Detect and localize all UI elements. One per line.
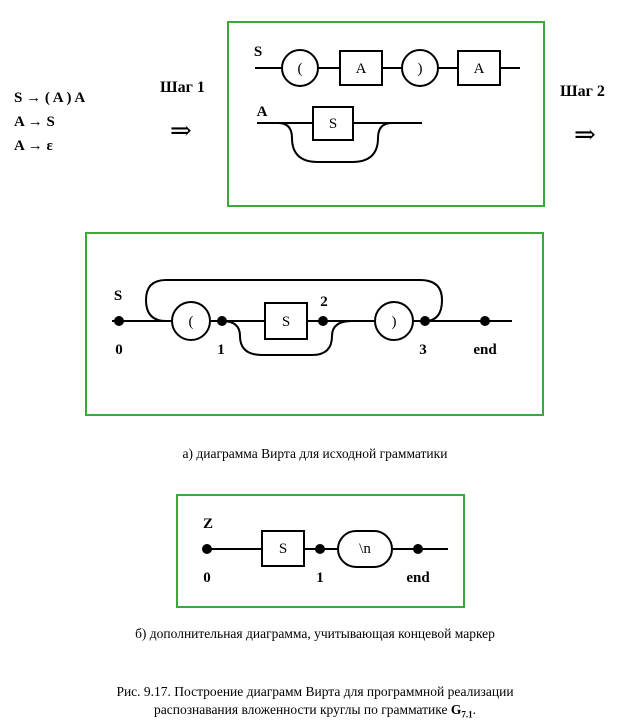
d3-node-end-label: end bbox=[406, 570, 430, 586]
grammar-symbol: G bbox=[450, 702, 462, 717]
step-1-label: Шаг 1 bbox=[160, 79, 205, 96]
implies-arrow-2: ⇒ bbox=[574, 120, 596, 149]
d2-node-0 bbox=[114, 316, 124, 326]
figure-caption-line-2: распознавания вложенности круглы по грам… bbox=[0, 701, 630, 724]
figure-caption-line-2-text: распознавания вложенности круглы по грам… bbox=[153, 702, 451, 717]
grammar-rule-1: S → ( A ) A bbox=[14, 90, 86, 106]
d1-S-label: S bbox=[254, 44, 262, 60]
caption-b: б) дополнительная диаграмма, учитывающая… bbox=[135, 626, 495, 641]
figure-caption-period: . bbox=[472, 702, 477, 717]
d3-node-0 bbox=[202, 544, 212, 554]
grammar-subscript: 7.1 bbox=[461, 709, 473, 720]
d2-node-2-label: 2 bbox=[320, 294, 328, 310]
d3-node-0-label: 0 bbox=[203, 570, 211, 586]
d2-node-end bbox=[480, 316, 490, 326]
d2-node-0-label: 0 bbox=[115, 342, 123, 358]
diagram1-s-rule bbox=[255, 49, 520, 87]
d2-node-2 bbox=[318, 316, 328, 326]
d2-open-paren-text: ( bbox=[189, 314, 194, 330]
d2-node-1-label: 1 bbox=[217, 342, 225, 358]
d2-node-end-label: end bbox=[473, 342, 497, 358]
d2-close-paren-text: ) bbox=[392, 314, 397, 330]
d2-S-text: S bbox=[282, 314, 290, 330]
d1a-bypass-path bbox=[277, 122, 393, 163]
diagram1-a-rule bbox=[257, 106, 422, 163]
figure-caption-line-1: Рис. 9.17. Построение диаграмм Вирта для… bbox=[116, 684, 514, 699]
grammar-rule-2: A → S bbox=[14, 114, 55, 130]
grammar-rule-3: A → ε bbox=[14, 138, 53, 154]
caption-a: а) диаграмма Вирта для исходной граммати… bbox=[182, 446, 448, 461]
step-2-label: Шаг 2 bbox=[560, 83, 605, 100]
diagram-frame-bottom bbox=[176, 494, 465, 608]
d2-node-1 bbox=[217, 316, 227, 326]
d3-node-end bbox=[413, 544, 423, 554]
d1a-S-text: S bbox=[329, 116, 337, 132]
d3-newline-text: \n bbox=[359, 541, 371, 557]
diagram3-lines bbox=[207, 530, 448, 568]
grammar-rules: S → ( A ) A A → S A → ε bbox=[14, 86, 85, 158]
diagram-frame-middle bbox=[85, 232, 544, 416]
implies-arrow-1: ⇒ bbox=[170, 116, 192, 145]
d1-close-paren-text: ) bbox=[418, 61, 423, 77]
d1-A1-text: A bbox=[356, 61, 367, 77]
d3-S-text: S bbox=[279, 541, 287, 557]
d1-A-label: A bbox=[257, 104, 268, 120]
d2-S-label: S bbox=[114, 288, 122, 304]
d3-node-1-label: 1 bbox=[316, 570, 324, 586]
d3-Z-label: Z bbox=[203, 516, 213, 532]
d1-A2-text: A bbox=[474, 61, 485, 77]
d2-epsilon-bypass bbox=[221, 320, 353, 356]
d3-node-1 bbox=[315, 544, 325, 554]
diagram2-lines bbox=[112, 279, 512, 356]
d2-node-3-label: 3 bbox=[419, 342, 427, 358]
diagram-frame-top bbox=[227, 21, 545, 207]
d2-loop-back bbox=[144, 279, 444, 322]
d1-open-paren-text: ( bbox=[298, 61, 303, 77]
figure-caption: Рис. 9.17. Построение диаграмм Вирта для… bbox=[0, 683, 630, 724]
d2-node-3 bbox=[420, 316, 430, 326]
